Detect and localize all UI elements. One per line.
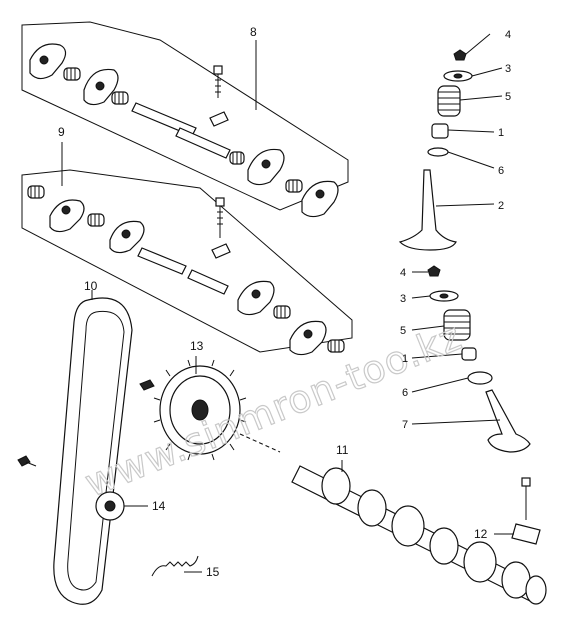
callout-2: 2 <box>498 200 504 212</box>
spring-retainer <box>429 290 459 302</box>
bolt <box>17 455 37 467</box>
spring <box>327 339 345 353</box>
callout-12: 12 <box>474 527 488 541</box>
valve-keeper <box>453 49 467 61</box>
spring <box>87 213 105 227</box>
spring-seat <box>427 147 449 157</box>
valve-spring <box>437 85 461 117</box>
spring <box>285 179 303 193</box>
valve <box>398 169 457 251</box>
lower-valve-stack <box>411 265 531 453</box>
callout-10: 10 <box>84 279 98 293</box>
callout-11: 11 <box>336 443 349 457</box>
thrust-plate <box>494 477 541 545</box>
callout-8: 8 <box>250 25 257 39</box>
camshaft-sprocket <box>139 356 247 461</box>
spring <box>273 305 291 319</box>
rocker-arm <box>49 199 85 233</box>
upper-valve-stack <box>398 33 503 251</box>
callout-7: 7 <box>402 419 408 431</box>
callout-4b: 4 <box>400 267 406 279</box>
callout-6: 6 <box>498 165 504 177</box>
callout-9: 9 <box>58 125 65 139</box>
callout-5: 5 <box>505 91 511 103</box>
spring <box>111 91 129 105</box>
callout-13: 13 <box>190 339 204 353</box>
spring-retainer <box>443 70 473 82</box>
valve-spring <box>443 309 471 341</box>
callout-3: 3 <box>505 63 511 75</box>
spring <box>27 185 45 199</box>
spring <box>229 151 245 165</box>
rocker-arm <box>289 320 327 356</box>
rocker-assembly-panel-8 <box>21 21 349 218</box>
rocker-assembly-panel-9 <box>21 142 353 356</box>
spring-seat <box>467 371 493 385</box>
valve-keeper <box>427 265 441 277</box>
spring <box>63 67 81 81</box>
callout-1b: 1 <box>402 353 408 365</box>
callout-14: 14 <box>152 499 166 513</box>
watermark: www.sinmron-too.kz <box>79 314 468 505</box>
bolt <box>209 65 229 127</box>
callout-5b: 5 <box>400 325 406 337</box>
rocker-arm <box>109 220 145 254</box>
rocker-arm <box>29 43 67 80</box>
bolt <box>211 197 231 259</box>
rocker-shaft <box>137 247 187 275</box>
callout-6b: 6 <box>402 387 408 399</box>
rocker-shaft <box>187 269 229 295</box>
rocker-arm <box>247 148 285 186</box>
belt-tensioner <box>95 491 148 521</box>
tension-spring <box>151 555 202 577</box>
rocker-shaft <box>175 127 231 159</box>
rocker-arm <box>237 280 275 316</box>
valve <box>485 389 531 453</box>
rocker-arm <box>301 180 339 218</box>
callout-4: 4 <box>505 29 511 41</box>
timing-belt <box>53 290 133 605</box>
callout-15: 15 <box>206 565 220 579</box>
valve-stem-seal <box>431 123 449 139</box>
camshaft <box>239 433 547 605</box>
rocker-arm <box>83 68 119 106</box>
callout-1: 1 <box>498 127 504 139</box>
callout-3b: 3 <box>400 293 406 305</box>
